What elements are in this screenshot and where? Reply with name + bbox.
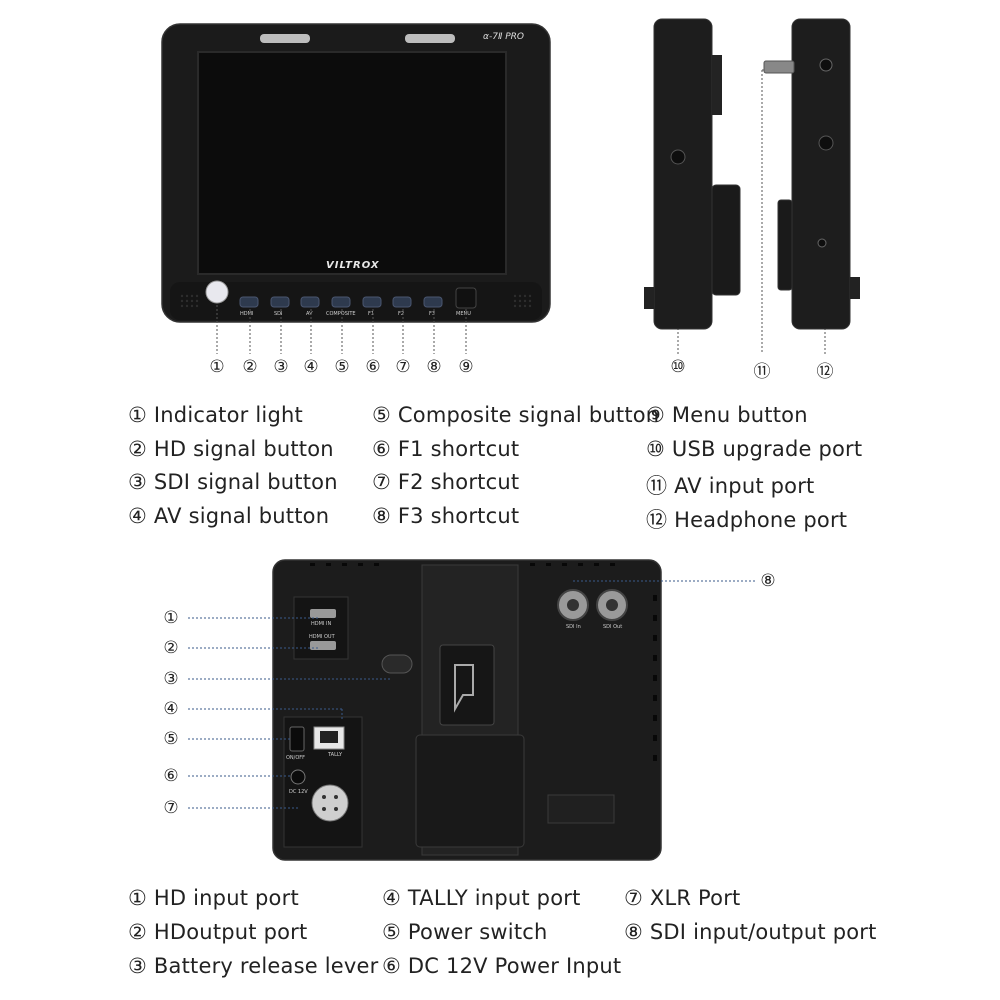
back-callout-2: ② xyxy=(163,638,179,658)
hdmi-out-label: HDMI OUT xyxy=(309,634,335,640)
product-label xyxy=(547,794,615,824)
legend-item: ⑤ Composite signal button xyxy=(372,403,660,427)
menu-knob xyxy=(455,287,477,309)
legend-bottom: ① HD input port ② HDoutput port ③ Batter… xyxy=(128,886,888,991)
legend-item: ③ Battery release lever xyxy=(128,954,379,978)
onoff-label: ON/OFF xyxy=(286,755,306,761)
front-callout-8: ⑧ xyxy=(426,357,442,377)
hood-clip-right xyxy=(405,34,455,43)
legend-item: ⑪ AV input port xyxy=(646,474,815,498)
back-callout-5: ⑤ xyxy=(163,729,179,749)
screen xyxy=(197,51,507,275)
back-callout-3: ③ xyxy=(163,669,179,689)
indicator-light xyxy=(205,280,229,304)
legend-item: ③ SDI signal button xyxy=(128,470,338,494)
f1-button-label: F1 xyxy=(368,311,375,317)
dc-label: DC 12V xyxy=(289,789,308,795)
front-callout-4: ④ xyxy=(303,357,319,377)
front-callout-2: ② xyxy=(242,357,258,377)
f2-button-label: F2 xyxy=(398,311,405,317)
front-callout-9: ⑨ xyxy=(458,357,474,377)
side-view-right xyxy=(791,18,851,330)
back-leader-lines xyxy=(188,580,755,809)
legend-item: ⑨ Menu button xyxy=(646,403,808,427)
legend-item: ① HD input port xyxy=(128,886,299,910)
legend-item: ④ TALLY input port xyxy=(382,886,581,910)
front-callout-6: ⑥ xyxy=(365,357,381,377)
tally-label: TALLY xyxy=(328,752,343,758)
front-callout-7: ⑦ xyxy=(395,357,411,377)
back-callout-1: ① xyxy=(163,608,179,628)
battery-mount xyxy=(415,734,525,848)
legend-item: ⑥ F1 shortcut xyxy=(372,437,520,461)
side-view-left xyxy=(653,18,713,330)
legend-item: ⑦ XLR Port xyxy=(624,886,741,910)
front-view: α-7Ⅱ PRO VILTROX HDMI SDI AV COMPOSITE F… xyxy=(160,20,552,325)
legend-item: ② HDoutput port xyxy=(128,920,308,944)
av-button-label: AV xyxy=(306,311,313,317)
back-callout-8: ⑧ xyxy=(760,571,776,591)
back-callout-7: ⑦ xyxy=(163,798,179,818)
composite-button-label: COMPOSITE xyxy=(326,311,356,317)
legend-item: ⑩ USB upgrade port xyxy=(646,437,863,461)
usb-port xyxy=(670,149,686,165)
legend-top: ① Indicator light ② HD signal button ③ S… xyxy=(128,403,888,538)
sdi-out-label: SDI Out xyxy=(603,624,623,630)
front-callout-3: ③ xyxy=(273,357,289,377)
hdmi-in-port xyxy=(310,609,336,618)
front-monitor-illustration xyxy=(161,23,551,323)
legend-item: ⑧ F3 shortcut xyxy=(372,504,520,528)
legend-item: ⑤ Power switch xyxy=(382,920,548,944)
side-callout-12: ⑫ xyxy=(816,362,834,382)
side-callout-10: ⑩ xyxy=(670,357,686,377)
menu-button-label: MENU xyxy=(456,311,471,317)
back-monitor-illustration xyxy=(272,559,662,861)
xlr-port xyxy=(311,784,349,822)
legend-item: ② HD signal button xyxy=(128,437,334,461)
front-buttons xyxy=(239,296,443,308)
dc-power-jack xyxy=(290,769,306,785)
front-callout-1: ① xyxy=(209,357,225,377)
back-callout-6: ⑥ xyxy=(163,766,179,786)
legend-item: ⑦ F2 shortcut xyxy=(372,470,520,494)
hdmi-button-label: HDMI xyxy=(240,311,254,317)
legend-item: ① Indicator light xyxy=(128,403,303,427)
hood-clip-left xyxy=(260,34,310,43)
sdi-in-label: SDI In xyxy=(566,624,581,630)
legend-item: ⑧ SDI input/output port xyxy=(624,920,877,944)
legend-item: ④ AV signal button xyxy=(128,504,330,528)
battery-release-lever xyxy=(381,654,413,674)
headphone-port xyxy=(817,238,827,248)
back-callout-4: ④ xyxy=(163,699,179,719)
side-callout-11: ⑪ xyxy=(753,362,771,382)
legend-item: ⑫ Headphone port xyxy=(646,508,848,532)
av-input-connector xyxy=(763,60,795,74)
model-badge: α-7Ⅱ PRO xyxy=(483,32,524,42)
legend-item: ⑥ DC 12V Power Input xyxy=(382,954,622,978)
headphone-port-top xyxy=(819,58,833,72)
f3-button-label: F3 xyxy=(429,311,436,317)
front-callout-5: ⑤ xyxy=(334,357,350,377)
hdmi-in-label: HDMI IN xyxy=(311,621,332,627)
side-views-illustration xyxy=(644,18,860,330)
brand-logo: VILTROX xyxy=(326,260,380,271)
sdi-button-label: SDI xyxy=(274,311,283,317)
